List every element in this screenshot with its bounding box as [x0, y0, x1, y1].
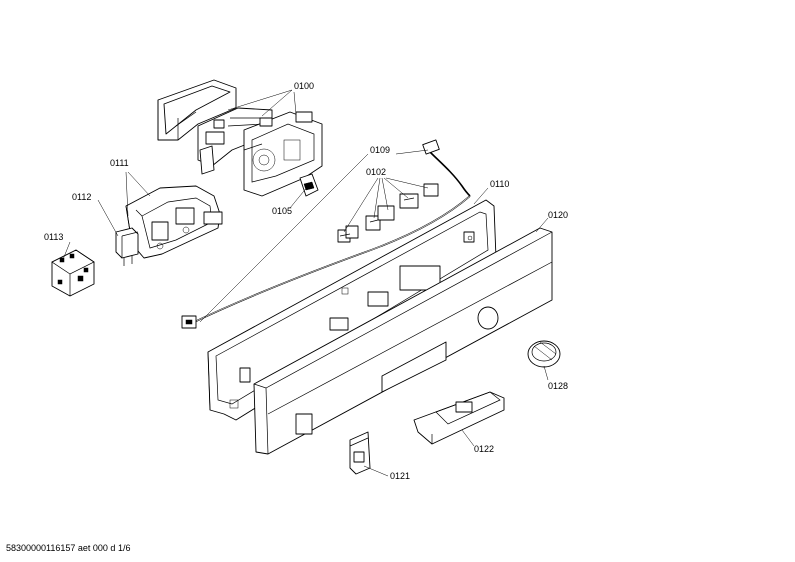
part-0111-bracket [125, 185, 223, 259]
callout-0102: 0102 [366, 167, 386, 177]
part-0100-module [197, 107, 323, 197]
callout-0105: 0105 [272, 206, 292, 216]
callout-0111: 0111 [110, 158, 129, 168]
callout-labels: 0100 0111 0112 0113 0105 0109 0102 0110 … [44, 81, 568, 481]
callout-0121: 0121 [390, 471, 410, 481]
callout-0110: 0110 [490, 179, 509, 189]
leader-lines [61, 89, 549, 477]
callout-0109: 0109 [370, 145, 390, 155]
callout-0112: 0112 [72, 192, 91, 202]
callout-0113: 0113 [44, 232, 63, 242]
part-0112-filter [115, 227, 139, 266]
part-0109-harness [181, 139, 471, 329]
part-0122-lever [413, 391, 505, 445]
part-0128-knob [527, 340, 561, 368]
part-0110-frame [207, 199, 497, 421]
part-0102-connectors [337, 183, 439, 243]
part-0100-cover [157, 79, 237, 141]
part-0113-connector [51, 249, 95, 297]
callout-0122: 0122 [474, 444, 494, 454]
callout-0128: 0128 [548, 381, 568, 391]
document-id-footer: 58300000116157 aet 000 d 1/6 [6, 543, 130, 553]
callout-0120: 0120 [548, 210, 568, 220]
part-0121-clip [349, 431, 371, 475]
part-0120-front-panel [253, 227, 553, 455]
callout-0100: 0100 [294, 81, 314, 91]
